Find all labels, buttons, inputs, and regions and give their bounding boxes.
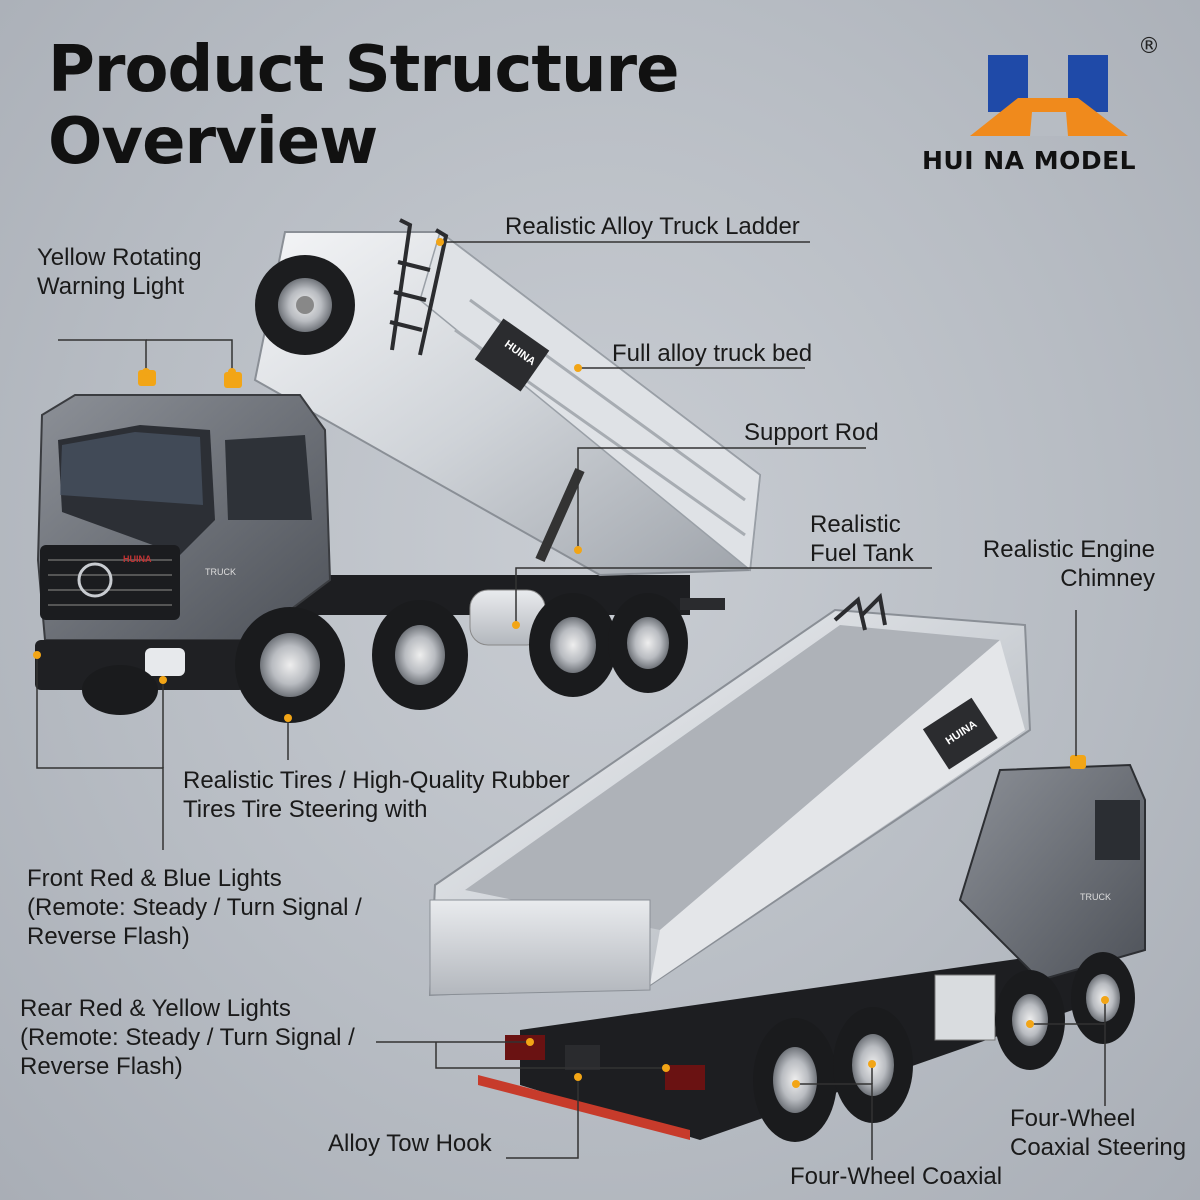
registered-mark: ® bbox=[1138, 34, 1160, 59]
callout-tires: Realistic Tires / High-Quality Rubber Ti… bbox=[183, 767, 570, 823]
truck1-cab-badge: TRUCK bbox=[205, 567, 236, 577]
truck2-ladder bbox=[833, 592, 887, 631]
truck2-rear-light-right bbox=[665, 1065, 705, 1090]
callout-warning-light: Yellow Rotating Warning Light bbox=[37, 244, 202, 300]
truck2-cab-badge: TRUCK bbox=[1080, 892, 1111, 902]
truck-front-view: HUINA HUINA TRUCK bbox=[35, 218, 762, 723]
truck1-support-rod bbox=[535, 467, 585, 563]
callout-coaxial-steering: Four-Wheel Coaxial Steering bbox=[1010, 1105, 1187, 1161]
truck1-wheels bbox=[82, 593, 688, 723]
page-title: Product Structure Overview bbox=[48, 34, 679, 178]
brand-name: HUI NA MODEL bbox=[922, 146, 1137, 175]
page-title-line2: Overview bbox=[48, 105, 378, 179]
page-title-line1: Product Structure bbox=[48, 33, 679, 107]
truck2-tow-hook bbox=[565, 1045, 600, 1070]
truck2-tailgate bbox=[429, 899, 651, 996]
callout-rear-lights: Rear Red & Yellow Lights (Remote: Steady… bbox=[20, 995, 355, 1080]
truck1-cab-logo: HUINA bbox=[123, 554, 152, 564]
callout-truck-bed: Full alloy truck bed bbox=[612, 340, 813, 367]
truck2-rear-light-left bbox=[505, 1035, 545, 1060]
callout-tow-hook: Alloy Tow Hook bbox=[328, 1130, 492, 1157]
truck1-star-emblem bbox=[77, 562, 113, 598]
callout-coaxial: Four-Wheel Coaxial bbox=[790, 1163, 1003, 1190]
leader-lines bbox=[36, 241, 1106, 1160]
callout-engine-chimney: Realistic Engine Chimney bbox=[982, 536, 1155, 592]
callout-support-rod: Support Rod bbox=[744, 419, 879, 446]
truck1-bed-logo-plate bbox=[474, 318, 550, 392]
callout-front-lights: Front Red & Blue Lights (Remote: Steady … bbox=[27, 865, 362, 950]
logo-h-blue bbox=[988, 55, 1108, 112]
truck1-warning-light-left bbox=[138, 370, 156, 386]
truck2-fuel-tank bbox=[934, 974, 996, 1041]
truck2-cab bbox=[958, 763, 1146, 982]
truck1-warning-light-right bbox=[224, 372, 242, 388]
callout-ladder: Realistic Alloy Truck Ladder bbox=[505, 213, 800, 240]
hui-na-logo bbox=[970, 55, 1128, 136]
truck2-bed-logo-plate bbox=[922, 697, 998, 770]
leader-dots bbox=[33, 238, 1109, 1088]
truck2-rear-bumper-reflector bbox=[478, 1075, 690, 1140]
truck-rear-view: TRUCK HUINA bbox=[428, 592, 1146, 1142]
truck1-headlight bbox=[145, 648, 185, 676]
callout-fuel-tank: Realistic Fuel Tank bbox=[810, 511, 914, 567]
truck1-ladder bbox=[389, 218, 449, 356]
